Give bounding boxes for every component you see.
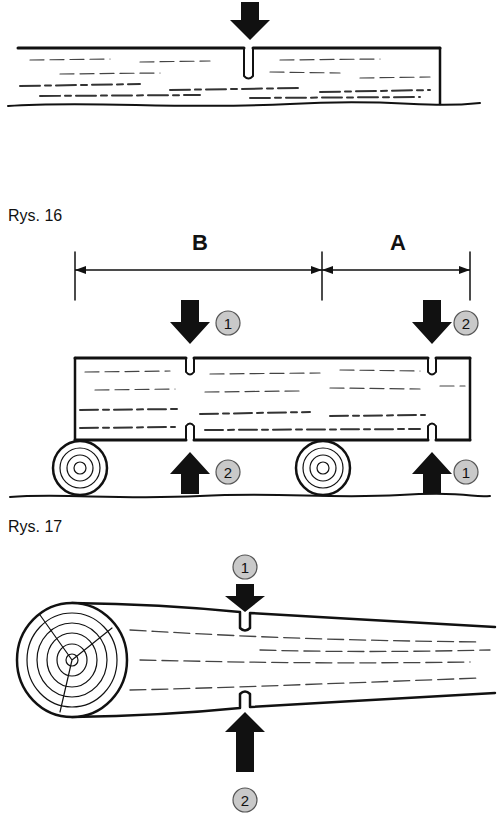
wood-grain xyxy=(20,84,430,98)
figure-caption: Rys. 17 xyxy=(8,519,62,535)
callout-circle: 1 xyxy=(453,459,479,485)
callout-circle: 1 xyxy=(215,310,241,336)
figure-caption: Rys. 16 xyxy=(8,208,62,224)
wood-grain xyxy=(85,370,465,392)
log-end xyxy=(75,358,470,440)
cut-arrow xyxy=(230,2,270,40)
log-outline xyxy=(72,603,495,631)
callout-number: 1 xyxy=(241,560,249,575)
perspective-log xyxy=(17,603,495,717)
dimension-line xyxy=(75,252,470,300)
cut-arrow xyxy=(225,584,265,612)
callout-number: 2 xyxy=(224,465,232,480)
wood-grain xyxy=(130,630,490,690)
dimension-label: A xyxy=(390,232,406,254)
callout-circle: 2 xyxy=(453,310,479,336)
ground-log xyxy=(8,48,480,106)
cut-arrow xyxy=(170,452,452,494)
ground-line xyxy=(10,494,490,498)
callout-number: 2 xyxy=(462,316,470,331)
log-outline xyxy=(72,692,495,718)
callout-circle: 2 xyxy=(215,459,241,485)
callout-number: 1 xyxy=(224,316,232,331)
wood-grain xyxy=(80,409,425,430)
wood-grain xyxy=(30,59,430,78)
callout-circle: 2 xyxy=(232,787,258,813)
log-outline xyxy=(18,47,440,50)
supported-log xyxy=(75,358,470,440)
cut-arrow xyxy=(225,712,265,772)
cut-arrow xyxy=(170,300,452,344)
ground-line xyxy=(8,102,480,106)
saw-kerf xyxy=(186,424,436,441)
callout-number: 1 xyxy=(462,465,470,480)
log-outline xyxy=(75,358,470,440)
saw-kerf xyxy=(244,48,253,79)
saw-kerf xyxy=(186,358,436,375)
log-end xyxy=(439,48,442,104)
callout-number: 2 xyxy=(241,793,249,808)
dimension-label: B xyxy=(192,232,208,254)
callout-circle: 1 xyxy=(232,554,258,580)
